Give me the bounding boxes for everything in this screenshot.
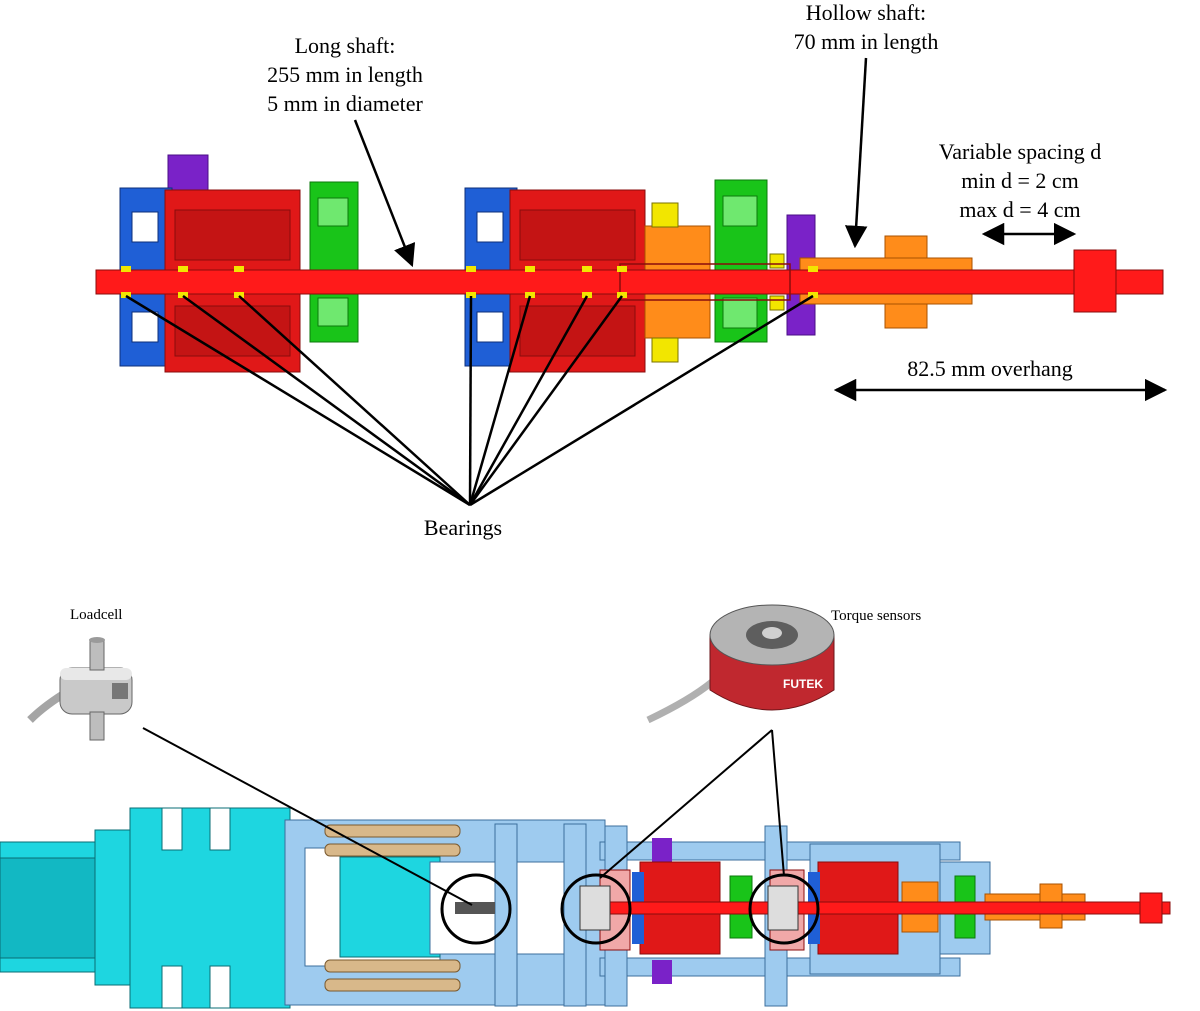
torque-sensor-image: FUTEK <box>646 604 835 724</box>
hollow-shaft-length: 70 mm in length <box>794 29 939 54</box>
cyan-frame <box>0 807 291 1009</box>
variable-spacing-max: max d = 4 cm <box>959 197 1080 222</box>
long-shaft-pointer <box>353 119 416 268</box>
long-shaft-title: Long shaft: <box>295 33 396 58</box>
top-assembly-drawing: Long shaft: 255 mm in length 5 mm in dia… <box>95 0 1168 540</box>
torque-sensor-brand: FUTEK <box>783 677 823 691</box>
hollow-shaft-title: Hollow shaft: <box>806 0 926 25</box>
loadcell-pointer <box>142 727 473 906</box>
hollow-shaft-pointer <box>844 57 868 249</box>
long-shaft-length: 255 mm in length <box>267 62 423 87</box>
purple-motor-tab-left <box>167 154 209 196</box>
left-motor-unit <box>119 154 359 373</box>
overhang-label: 82.5 mm overhang <box>907 356 1073 381</box>
tan-bar-top-2 <box>324 843 461 857</box>
loadcell-label: Loadcell <box>70 607 122 623</box>
yellow-bearing-small-upper <box>769 253 785 269</box>
loadcell-in-assembly <box>455 902 495 914</box>
bottom-shaft-tip <box>1139 892 1163 924</box>
shaft-end-tip <box>1073 249 1117 313</box>
torque-pointer-2 <box>771 729 785 877</box>
loadcell-image <box>27 637 133 741</box>
torque-sensor-highlight-circle-1 <box>560 873 632 945</box>
long-shaft <box>95 269 1164 295</box>
tan-bar-bottom-2 <box>324 978 461 992</box>
yellow-bearing-block-upper <box>651 202 679 228</box>
bottom-assembly-drawing: FUTEK Loadcell Torque sensors <box>0 604 1171 1009</box>
torque-sensor-in-assembly-1 <box>579 885 611 931</box>
tan-bar-top-1 <box>324 824 461 838</box>
variable-spacing-title: Variable spacing d <box>939 139 1102 164</box>
variable-spacing-min: min d = 2 cm <box>961 168 1079 193</box>
torque-pointer-1 <box>599 729 773 879</box>
yellow-bearing-small-lower <box>769 295 785 311</box>
torque-sensor-in-assembly-2 <box>767 885 799 931</box>
bearing-pointers <box>125 294 814 507</box>
torque-sensors-label: Torque sensors <box>831 608 921 624</box>
cyan-inner-block <box>339 856 441 958</box>
bottom-shaft <box>599 901 1171 915</box>
tan-bar-bottom-1 <box>324 959 461 973</box>
long-shaft-diameter: 5 mm in diameter <box>267 91 423 116</box>
yellow-bearing-block-lower <box>651 337 679 363</box>
bearings-label: Bearings <box>424 515 502 540</box>
loadcell-highlight-circle <box>440 873 512 945</box>
shaft-bearings <box>121 266 818 298</box>
